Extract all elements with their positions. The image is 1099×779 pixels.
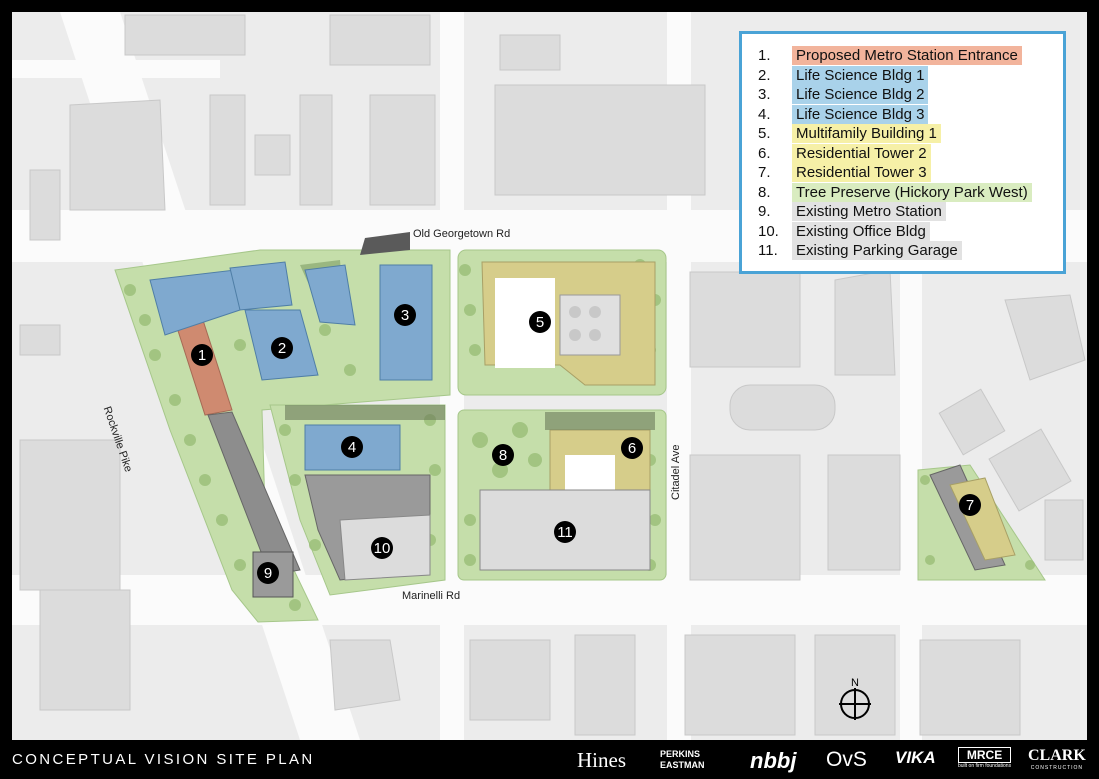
map-legend: 1. Proposed Metro Station Entrance 2. Life …	[739, 31, 1066, 274]
legend-item-number: 7.	[758, 164, 771, 182]
legend-item-label: Existing Parking Garage	[792, 241, 962, 261]
street-marinelli-rd: Marinelli Rd	[402, 590, 461, 602]
legend-item-label: Residential Tower 3	[792, 163, 931, 183]
footer-bar: CONCEPTUAL VISION SITE PLAN Hines PERKIN…	[0, 740, 1099, 779]
site-marker-number: 3	[401, 307, 409, 324]
site-marker-number: 2	[278, 340, 286, 357]
site-marker-number: 10	[374, 540, 391, 557]
site-marker: 7	[959, 494, 981, 516]
site-marker-number: 7	[966, 497, 974, 514]
site-marker: 5	[529, 311, 551, 333]
legend-item: 10. Existing Office Bldg	[752, 221, 1053, 242]
logo-clark-text: CLARK	[1028, 747, 1086, 764]
site-marker-number: 9	[264, 565, 272, 582]
legend-item-label: Life Science Bldg 2	[792, 85, 929, 105]
legend-item: 8. Tree Preserve (Hickory Park West)	[752, 182, 1053, 203]
logo-nbbj: nbbj	[750, 748, 797, 773]
site-marker: 3	[394, 304, 416, 326]
legend-item-number: 6.	[758, 144, 771, 162]
logo-ovs: OvS	[826, 748, 867, 771]
legend-item: 3. Life Science Bldg 2	[752, 85, 1053, 105]
legend-item-number: 2.	[758, 66, 771, 84]
legend-item-label: Life Science Bldg 3	[792, 104, 929, 124]
legend-item: 7. Residential Tower 3	[752, 163, 1053, 183]
logo-mrce-text: MRCE	[958, 747, 1012, 763]
site-marker: 9	[257, 562, 279, 584]
logo-perkins-eastman-text: PERKINS EASTMAN	[660, 749, 705, 770]
street-old-georgetown: Old Georgetown Rd	[413, 228, 511, 240]
street-citadel-ave: Citadel Ave	[670, 444, 682, 500]
legend-item-label: Tree Preserve (Hickory Park West)	[792, 182, 1032, 202]
logo-mrce: MRCE built on firm foundations	[958, 747, 1012, 769]
site-marker-number: 5	[536, 314, 544, 331]
logo-hines: Hines	[577, 748, 626, 772]
legend-item-number: 11.	[758, 242, 778, 260]
compass: N	[839, 677, 871, 720]
logo-clark: CLARK CONSTRUCTION	[1028, 747, 1086, 771]
site-marker-number: 1	[198, 347, 206, 364]
legend-item: 9. Existing Metro Station	[752, 202, 1053, 222]
legend-item-number: 4.	[758, 105, 771, 123]
site-marker-number: 8	[499, 447, 507, 464]
legend-item: 2. Life Science Bldg 1	[752, 65, 1053, 86]
legend-item-number: 10.	[758, 222, 779, 240]
compass-north-label: N	[851, 677, 859, 689]
legend-item-label: Existing Office Bldg	[792, 221, 930, 241]
logo-mrce-sub: built on firm foundations	[958, 763, 1012, 769]
site-marker: 2	[271, 337, 293, 359]
legend-item: 11. Existing Parking Garage	[752, 241, 1053, 261]
site-marker: 1	[191, 344, 213, 366]
legend-item: 6. Residential Tower 2	[752, 143, 1053, 164]
logo-clark-sub: CONSTRUCTION	[1030, 765, 1084, 771]
logo-perkins-eastman: PERKINS EASTMAN	[660, 749, 726, 771]
site-marker: 10	[371, 537, 393, 559]
legend-item-label: Residential Tower 2	[792, 143, 931, 163]
site-marker: 4	[341, 436, 363, 458]
legend-item-number: 5.	[758, 125, 771, 143]
legend-item: 5. Multifamily Building 1	[752, 124, 1053, 144]
legend-item-number: 8.	[758, 183, 771, 201]
legend-item-number: 1.	[758, 47, 771, 65]
legend-item: 1. Proposed Metro Station Entrance	[752, 46, 1053, 66]
legend-item: 4. Life Science Bldg 3	[752, 104, 1053, 125]
legend-item-number: 3.	[758, 86, 771, 104]
legend-item-label: Life Science Bldg 1	[792, 65, 929, 85]
site-marker-number: 11	[557, 524, 573, 541]
site-marker-number: 4	[348, 439, 356, 456]
site-marker: 11	[554, 521, 576, 543]
legend-item-label: Proposed Metro Station Entrance	[792, 46, 1022, 66]
site-marker: 8	[492, 444, 514, 466]
legend-item-number: 9.	[758, 203, 771, 221]
legend-item-label: Existing Metro Station	[792, 202, 946, 222]
page-title: CONCEPTUAL VISION SITE PLAN	[12, 751, 315, 768]
legend-item-label: Multifamily Building 1	[792, 124, 941, 144]
site-marker: 6	[621, 437, 643, 459]
logo-vika: VIKA	[895, 748, 936, 767]
site-marker-number: 6	[628, 440, 636, 457]
